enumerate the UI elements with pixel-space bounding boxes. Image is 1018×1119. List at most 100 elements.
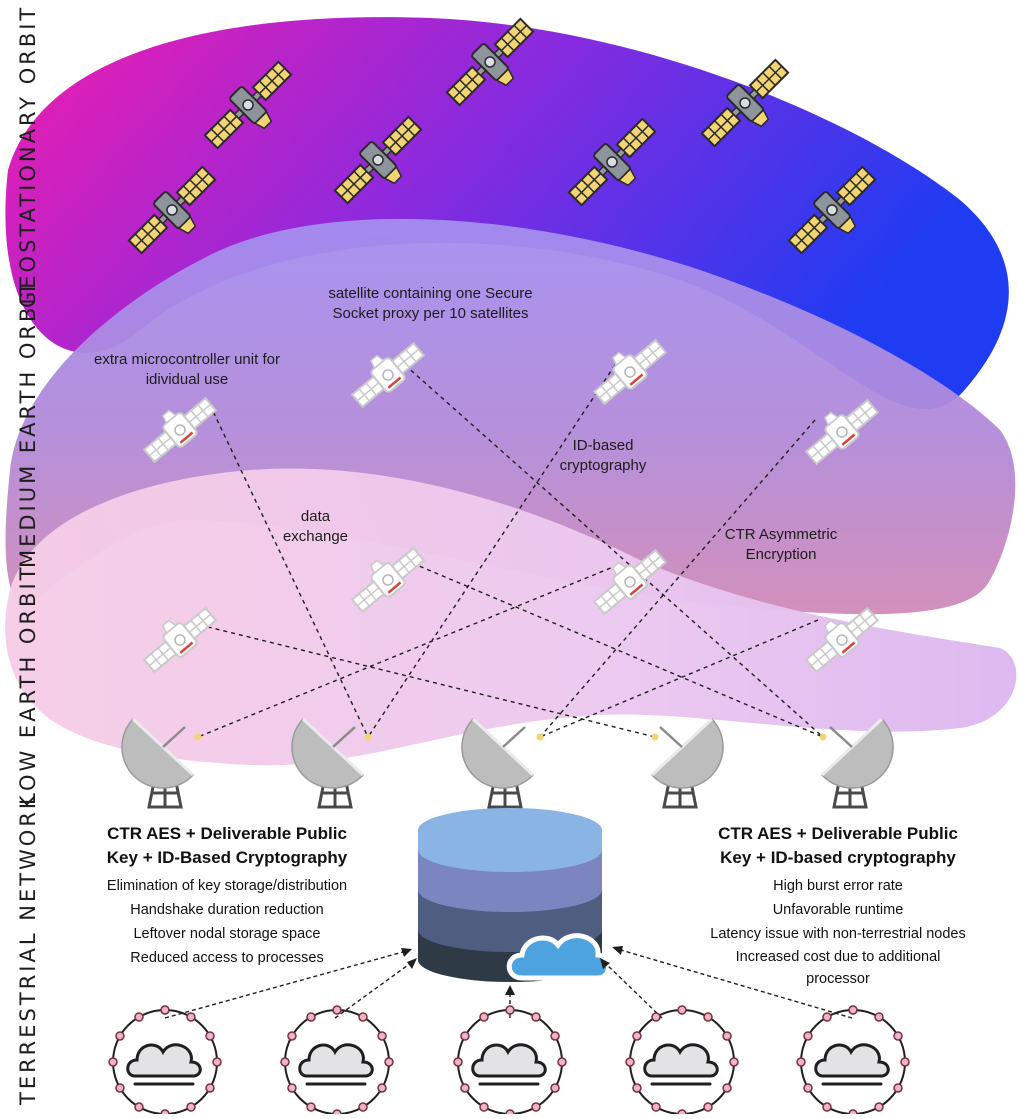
left-panel-title-line1: CTR AES + Deliverable Public xyxy=(107,824,347,843)
ring-dot xyxy=(505,1005,515,1015)
cloud-nodes xyxy=(111,1008,907,1116)
ring-dot xyxy=(900,1057,910,1067)
ring-dot xyxy=(822,1012,832,1022)
ring-dot xyxy=(460,1031,470,1041)
link-line xyxy=(539,619,819,738)
arrow-line xyxy=(601,959,663,1019)
ring-dot xyxy=(332,1109,342,1119)
ring-dot xyxy=(848,1005,858,1015)
ring-dot xyxy=(306,1012,316,1022)
ring-dot xyxy=(550,1083,560,1093)
ring-dot xyxy=(729,1057,739,1067)
ring-dot xyxy=(160,1109,170,1119)
ring-dot xyxy=(377,1031,387,1041)
right-panel-item: High burst error rate xyxy=(773,878,903,894)
ring-dot xyxy=(531,1012,541,1022)
ring-dot xyxy=(803,1083,813,1093)
left-panel-item: Elimination of key storage/distribution xyxy=(106,878,348,894)
arrow-head xyxy=(407,958,417,969)
link-line xyxy=(539,419,816,738)
ring-dot xyxy=(822,1102,832,1112)
ring-dot xyxy=(531,1102,541,1112)
cloud-node-icon xyxy=(111,1008,219,1116)
ring-dot xyxy=(358,1102,368,1112)
arrow-head xyxy=(612,946,623,955)
ring-dot xyxy=(557,1057,567,1067)
ring-dot xyxy=(479,1102,489,1112)
ring-dot xyxy=(703,1102,713,1112)
left-panel-item: Reduced access to processes xyxy=(130,950,324,966)
label-geostationary-orbit: GEOSTATIONARY ORBIT xyxy=(16,4,40,308)
ring-dot xyxy=(186,1012,196,1022)
ring-dot xyxy=(287,1083,297,1093)
dish-feed-dot xyxy=(651,733,659,741)
dish-feed-dot xyxy=(194,733,202,741)
right-feature-panel: CTR AES + Deliverable Public Key + ID-ba… xyxy=(668,822,1008,990)
cloud-node-icon xyxy=(799,1008,907,1116)
ring-dot xyxy=(874,1012,884,1022)
ring-dot xyxy=(632,1083,642,1093)
arrow-heads xyxy=(401,946,623,995)
arrow-line xyxy=(613,947,853,1019)
ring-dot xyxy=(358,1012,368,1022)
satellite-dish-icon xyxy=(650,717,725,809)
label-medium-earth-orbit: MEDIUM EARTH ORBIT xyxy=(16,279,40,568)
left-panel-title-line2: Key + ID-Based Cryptography xyxy=(106,848,348,867)
link-line xyxy=(404,364,824,738)
ring-dot xyxy=(874,1102,884,1112)
ring-dot xyxy=(796,1057,806,1067)
link-line xyxy=(209,404,369,738)
right-panel-item: Unfavorable runtime xyxy=(772,902,904,918)
label-low-earth-orbit: LOW EARTH ORBIT xyxy=(16,564,40,805)
ring-dot xyxy=(893,1083,903,1093)
ring-dot xyxy=(280,1057,290,1067)
ring-dot xyxy=(212,1057,222,1067)
satellite-dish-icon xyxy=(460,717,535,809)
dashed-links xyxy=(197,364,824,738)
ring-dot xyxy=(384,1057,394,1067)
ring-dot xyxy=(287,1031,297,1041)
ring-dot xyxy=(134,1012,144,1022)
ring-dot xyxy=(115,1083,125,1093)
ring-dot xyxy=(703,1012,713,1022)
annotation-ctr-asymmetric: CTR Asymmetric Encryption xyxy=(724,526,838,563)
ring-dot xyxy=(651,1102,661,1112)
ring-dot xyxy=(205,1083,215,1093)
ring-dot xyxy=(722,1083,732,1093)
ring-dot xyxy=(460,1083,470,1093)
ring-dot xyxy=(550,1031,560,1041)
left-feature-panel: CTR AES + Deliverable Public Key + ID-Ba… xyxy=(62,822,392,970)
right-panel-item: Latency issue with non-terrestrial nodes xyxy=(710,926,966,942)
ring-dot xyxy=(722,1031,732,1041)
ring-dot xyxy=(632,1031,642,1041)
ring-dot xyxy=(134,1102,144,1112)
ring-dot xyxy=(677,1109,687,1119)
ring-dot xyxy=(453,1057,463,1067)
dish-feed-dot xyxy=(536,733,544,741)
ground-stations xyxy=(120,717,895,809)
arrow-line xyxy=(334,959,416,1019)
annotation-microcontroller: extra microcontroller unit for idividual… xyxy=(94,351,280,388)
ring-dot xyxy=(479,1012,489,1022)
right-panel-item: Increased cost due to additional process… xyxy=(735,949,941,987)
annotation-proxy-satellite: satellite containing one Secure Socket p… xyxy=(328,285,533,322)
cloud-node-icon xyxy=(283,1008,391,1116)
annotation-data-exchange: data exchange xyxy=(282,508,349,545)
arrow-head xyxy=(401,948,412,957)
right-panel-title-line1: CTR AES + Deliverable Public xyxy=(718,824,958,843)
dish-feed-dot xyxy=(819,733,827,741)
ring-dot xyxy=(332,1005,342,1015)
ring-dot xyxy=(893,1031,903,1041)
cloud-node-icon xyxy=(628,1008,736,1116)
ring-dot xyxy=(377,1083,387,1093)
ring-dot xyxy=(186,1102,196,1112)
database-icon xyxy=(418,808,602,982)
link-line xyxy=(367,364,616,738)
ring-dot xyxy=(205,1031,215,1041)
ring-dot xyxy=(848,1109,858,1119)
arrow-line xyxy=(164,949,411,1019)
link-line xyxy=(404,559,824,738)
ring-dot xyxy=(677,1005,687,1015)
dish-feed-dot xyxy=(364,733,372,741)
